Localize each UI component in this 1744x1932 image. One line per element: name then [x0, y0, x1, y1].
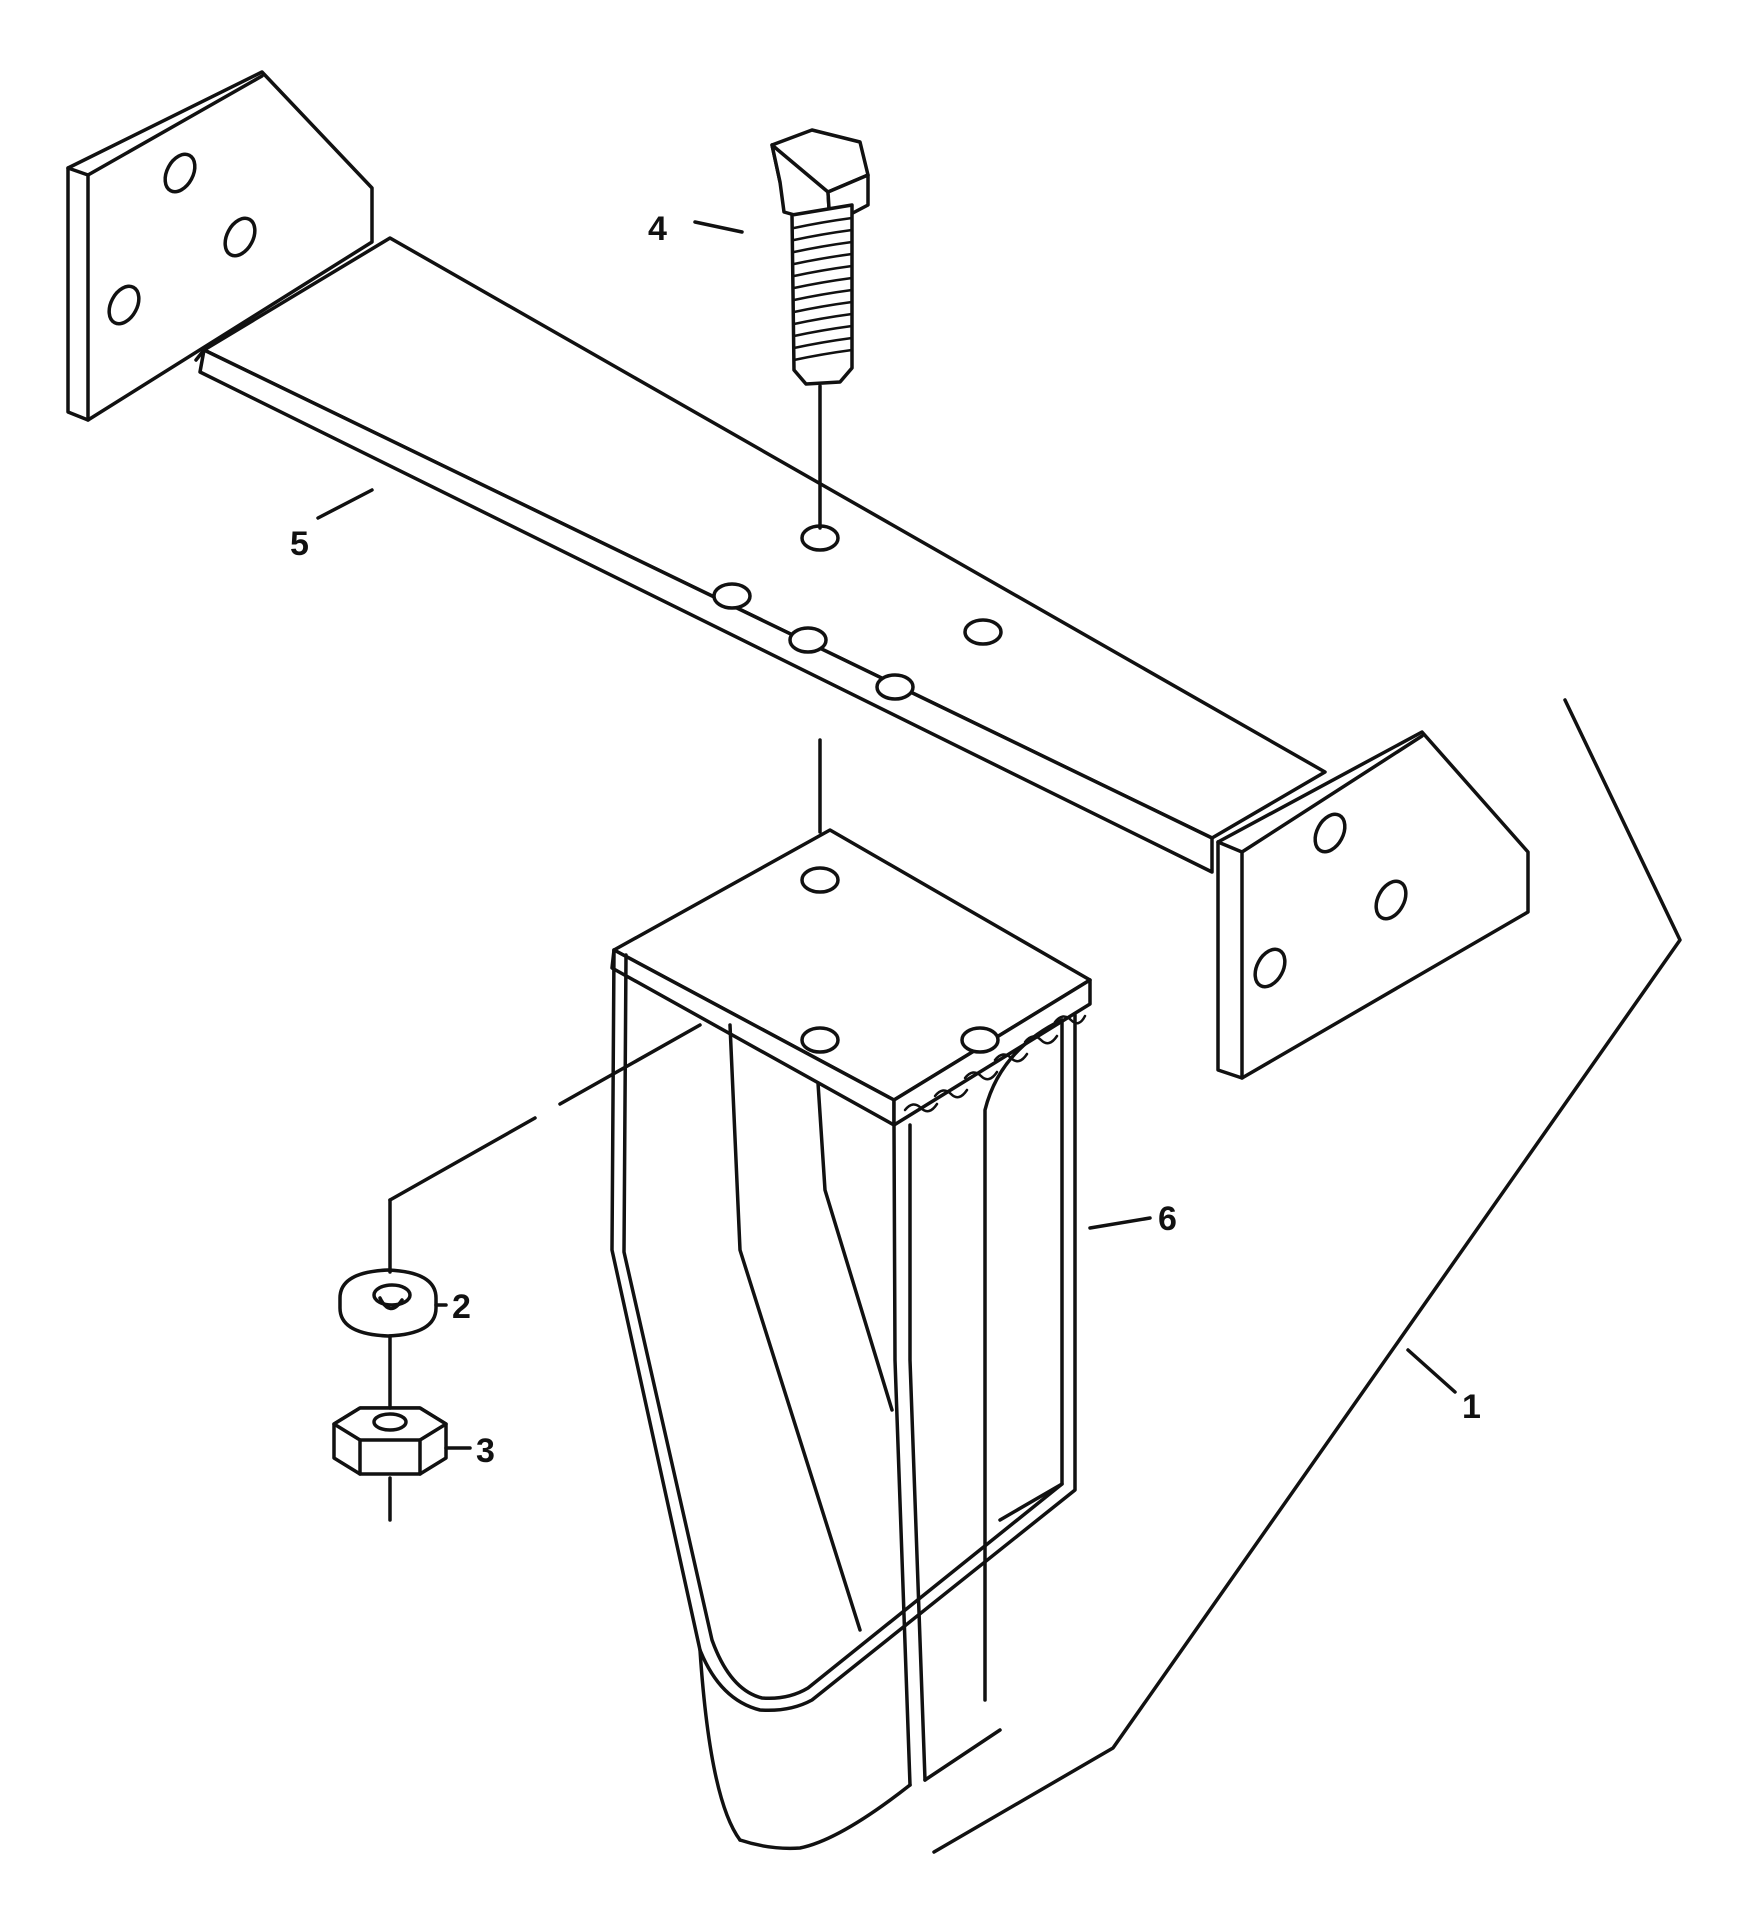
leader-6 — [1088, 1216, 1152, 1230]
callout-2: 2 — [452, 1288, 471, 1326]
bar-hole — [963, 618, 1003, 646]
strap-outer-edge — [610, 948, 1077, 1713]
callout-3: 3 — [476, 1432, 495, 1470]
strap-hole — [800, 1026, 840, 1054]
leader-5 — [316, 488, 374, 520]
bar-hole — [875, 673, 915, 701]
left-end-plate — [66, 70, 374, 422]
plate-hole — [107, 284, 141, 326]
assembly-leader-lines — [388, 1023, 702, 1522]
leader-4 — [693, 220, 744, 234]
callout-6: 6 — [1158, 1200, 1177, 1238]
leader-1 — [1406, 1348, 1457, 1394]
callout-4: 4 — [648, 210, 667, 248]
strap-hole — [800, 866, 840, 894]
hex-nut — [332, 1406, 448, 1476]
strap-top-plate — [612, 828, 1092, 1102]
strap-hole — [960, 1026, 1000, 1054]
crossbar-top-face — [202, 236, 1327, 840]
plate-hole — [223, 216, 257, 258]
plate-hole — [1374, 879, 1408, 921]
crossbar-edge — [198, 348, 1214, 874]
plate-hole — [1253, 947, 1287, 989]
plate-hole — [163, 152, 197, 194]
bar-hole — [712, 582, 752, 610]
plate-hole — [1313, 812, 1347, 854]
hex-bolt — [770, 128, 870, 834]
callout-1: 1 — [1462, 1388, 1481, 1426]
lock-washer — [338, 1268, 438, 1338]
mounting-crossbar — [66, 70, 1530, 1080]
strap-inner-edge — [622, 953, 1064, 1701]
strap-weld — [892, 978, 1092, 1127]
callout-5: 5 — [290, 525, 309, 563]
bar-hole — [788, 626, 828, 654]
assembly-bracket — [932, 698, 1682, 1854]
u-strap — [610, 828, 1092, 1851]
